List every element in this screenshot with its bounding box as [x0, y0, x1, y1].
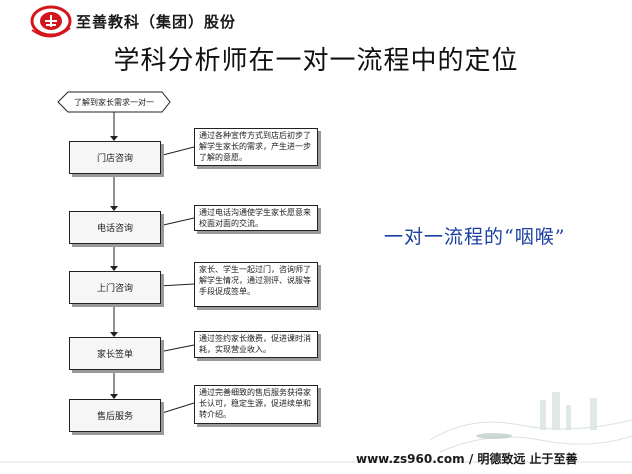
footer-slogan: www.zs960.com / 明德致远 止于至善 [356, 452, 578, 466]
note-phone-consult: 通过电话沟通使学生家长愿意来校面对面的交流。 [194, 205, 318, 231]
company-header: 至善教科（集团）股份 [30, 4, 236, 38]
step-phone-consult: 电话咨询 [69, 211, 161, 244]
step-home-consult: 上门咨询 [69, 271, 161, 304]
boat-icon [476, 433, 512, 439]
start-node-shape [57, 91, 171, 113]
company-name: 至善教科（集团）股份 [76, 12, 237, 31]
note-sign-contract: 通过签约家长缴费，促进课时消耗，实现营业收入。 [194, 331, 318, 358]
company-logo-icon [30, 5, 72, 38]
start-node-label: 了解到家长需求一对一 [74, 97, 154, 107]
step-after-sales: 售后服务 [69, 399, 161, 432]
step-sign-contract: 家长签单 [69, 337, 161, 370]
step-store-consult: 门店咨询 [69, 141, 161, 174]
note-store-consult: 通过各种宣传方式到店后初步了解学生家长的需求，产生进一步了解的意愿。 [194, 128, 318, 166]
note-home-consult: 家长、学生一起过门，咨询师了解学生情况，通过测评、说服等手段促成签单。 [194, 262, 318, 307]
throat-callout: 一对一流程的“咽喉” [384, 226, 566, 248]
note-after-sales: 通过完善细致的售后服务获得家长认可，稳定生源，促进续单和转介绍。 [194, 385, 318, 424]
page-title: 学科分析师在一对一流程中的定位 [113, 46, 519, 76]
